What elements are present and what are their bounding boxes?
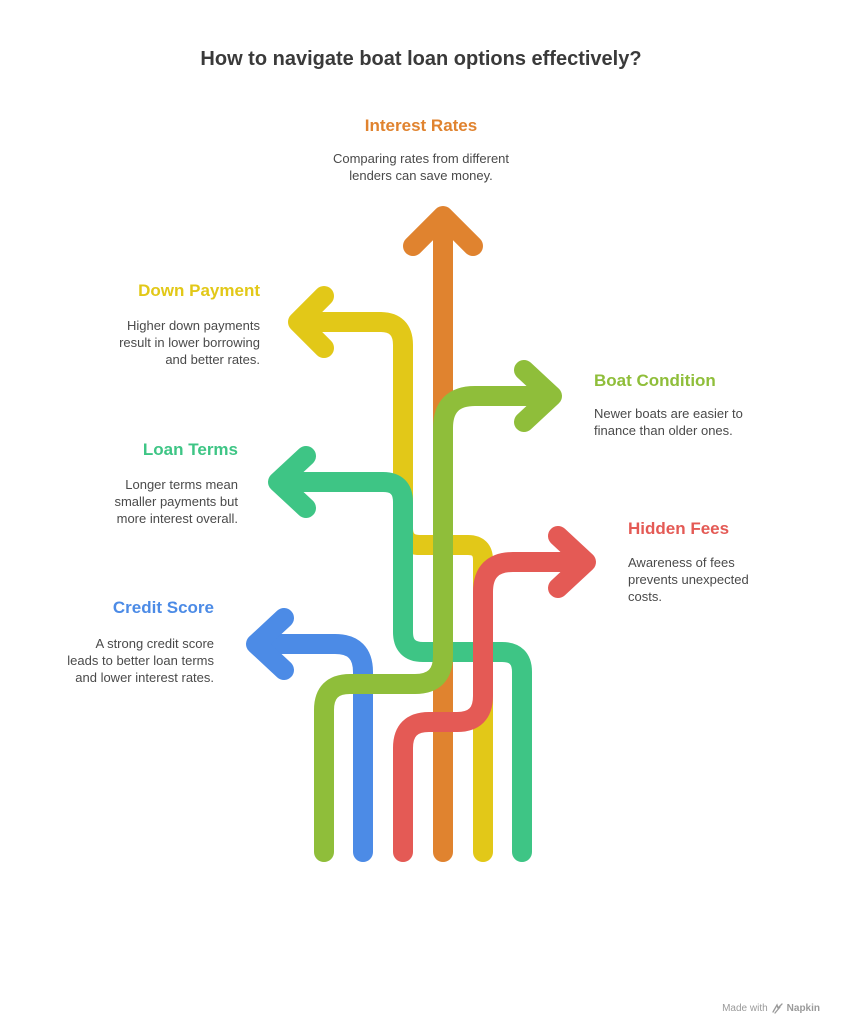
credit-score-arrow bbox=[248, 634, 373, 862]
hidden-fees-desc-line: costs. bbox=[628, 589, 662, 604]
down-payment-label: Down Payment bbox=[138, 281, 260, 300]
interest-rates-desc-line: lenders can save money. bbox=[349, 168, 493, 183]
hidden-fees-arrowhead bbox=[548, 526, 596, 598]
credit-score-desc-line: and lower interest rates. bbox=[75, 670, 214, 685]
hidden-fees-label: Hidden Fees bbox=[628, 519, 730, 538]
interest-rates-desc-line: Comparing rates from different bbox=[332, 151, 510, 166]
loan-terms-arrow bbox=[270, 472, 532, 862]
footer-brand: Napkin bbox=[786, 1003, 820, 1014]
down-payment-desc-line: Higher down payments bbox=[127, 318, 260, 333]
loan-terms-desc-line: smaller payments but bbox=[114, 494, 238, 509]
loan-terms-desc-line: more interest overall. bbox=[116, 511, 238, 526]
boat-condition-label: Boat Condition bbox=[594, 371, 716, 390]
boat-condition-arrowhead bbox=[514, 360, 562, 432]
loan-terms-label: Loan Terms bbox=[142, 440, 238, 459]
boat-condition-description: Newer boats are easier to finance than o… bbox=[594, 405, 814, 439]
credit-score-label: Credit Score bbox=[112, 598, 214, 617]
down-payment-desc-line: result in lower borrowing bbox=[119, 335, 260, 350]
hidden-fees-arrow bbox=[393, 552, 584, 862]
loan-terms-desc-line: Longer terms mean bbox=[125, 477, 238, 492]
boat-condition-desc-line: finance than older ones. bbox=[594, 423, 733, 438]
credit-score-description: A strong credit score leads to better lo… bbox=[14, 635, 214, 686]
credit-score-desc-line: leads to better loan terms bbox=[67, 653, 214, 668]
interest-rates-label: Interest Rates bbox=[364, 116, 478, 135]
loan-terms-arrowhead bbox=[268, 446, 316, 518]
interest-rates-arrowhead bbox=[403, 206, 483, 256]
hidden-fees-desc-line: prevents unexpected bbox=[628, 572, 749, 587]
boat-condition-arrow bbox=[314, 386, 550, 862]
page-title: How to navigate boat loan options effect… bbox=[200, 48, 642, 70]
boat-condition-desc-line: Newer boats are easier to bbox=[594, 406, 743, 421]
credit-score-desc-line: A strong credit score bbox=[95, 636, 215, 651]
down-payment-desc-line: and better rates. bbox=[165, 352, 260, 367]
hidden-fees-desc-line: Awareness of fees bbox=[628, 555, 735, 570]
down-payment-description: Higher down payments result in lower bor… bbox=[60, 317, 260, 368]
down-payment-arrowhead bbox=[288, 286, 334, 358]
napkin-logo-icon bbox=[772, 1003, 783, 1014]
loan-terms-description: Longer terms mean smaller payments but m… bbox=[38, 476, 238, 527]
hidden-fees-description: Awareness of fees prevents unexpected co… bbox=[628, 554, 828, 605]
credit-score-arrowhead bbox=[246, 608, 294, 680]
footer-prefix: Made with bbox=[722, 1003, 768, 1014]
interest-rates-description: Comparing rates from different lenders c… bbox=[301, 150, 541, 184]
footer-credit: Made with Napkin bbox=[722, 1003, 820, 1014]
